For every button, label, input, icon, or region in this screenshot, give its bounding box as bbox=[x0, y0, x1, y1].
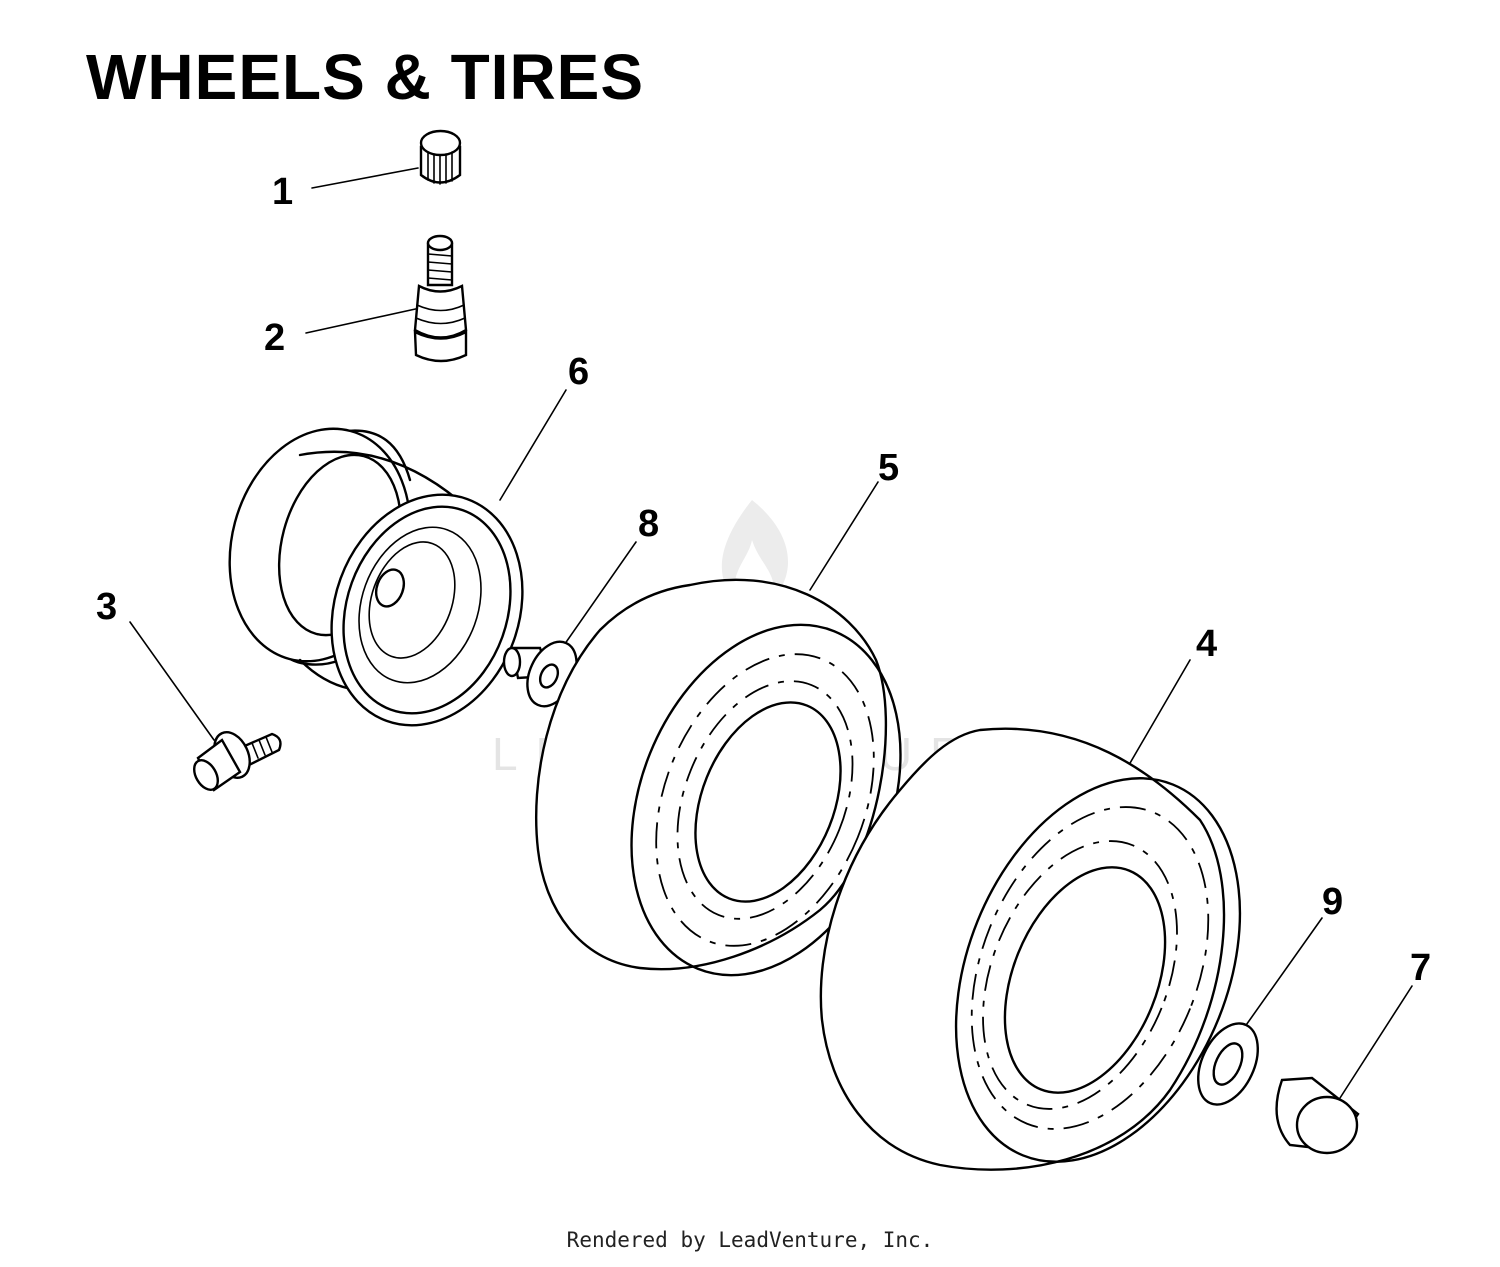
callout-7: 7 bbox=[1410, 947, 1431, 989]
leader-lines bbox=[129, 167, 1413, 1099]
leader-line-5 bbox=[809, 481, 879, 591]
leader-line-3 bbox=[129, 621, 215, 741]
callout-numbers: 1 2 3 4 5 6 7 8 9 bbox=[96, 171, 1431, 989]
callout-5: 5 bbox=[878, 447, 899, 489]
footer-credit: Rendered by LeadVenture, Inc. bbox=[566, 1228, 934, 1252]
leader-line-8 bbox=[561, 541, 637, 649]
wheel-rim-icon bbox=[228, 427, 524, 727]
hub-cap-icon bbox=[1275, 1076, 1360, 1155]
lug-bolt-icon bbox=[193, 731, 282, 792]
leader-line-7 bbox=[1339, 985, 1413, 1099]
outer-tire-icon bbox=[819, 727, 1242, 1171]
leader-line-1 bbox=[311, 167, 419, 189]
valve-cap-icon bbox=[419, 129, 462, 185]
callout-9: 9 bbox=[1322, 881, 1343, 923]
page-title: WHEELS & TIRES bbox=[86, 41, 645, 113]
callout-3: 3 bbox=[96, 586, 117, 628]
leader-line-6 bbox=[499, 389, 567, 501]
inner-tire-icon bbox=[535, 578, 902, 977]
washer-icon bbox=[1197, 1022, 1259, 1106]
leader-line-2 bbox=[305, 307, 421, 334]
callout-8: 8 bbox=[638, 503, 659, 545]
leader-line-9 bbox=[1243, 917, 1323, 1029]
callout-2: 2 bbox=[264, 317, 285, 359]
callout-6: 6 bbox=[568, 351, 589, 393]
leader-line-4 bbox=[1125, 659, 1191, 771]
valve-stem-icon bbox=[413, 234, 468, 363]
callout-4: 4 bbox=[1196, 623, 1217, 665]
callout-1: 1 bbox=[272, 171, 293, 213]
